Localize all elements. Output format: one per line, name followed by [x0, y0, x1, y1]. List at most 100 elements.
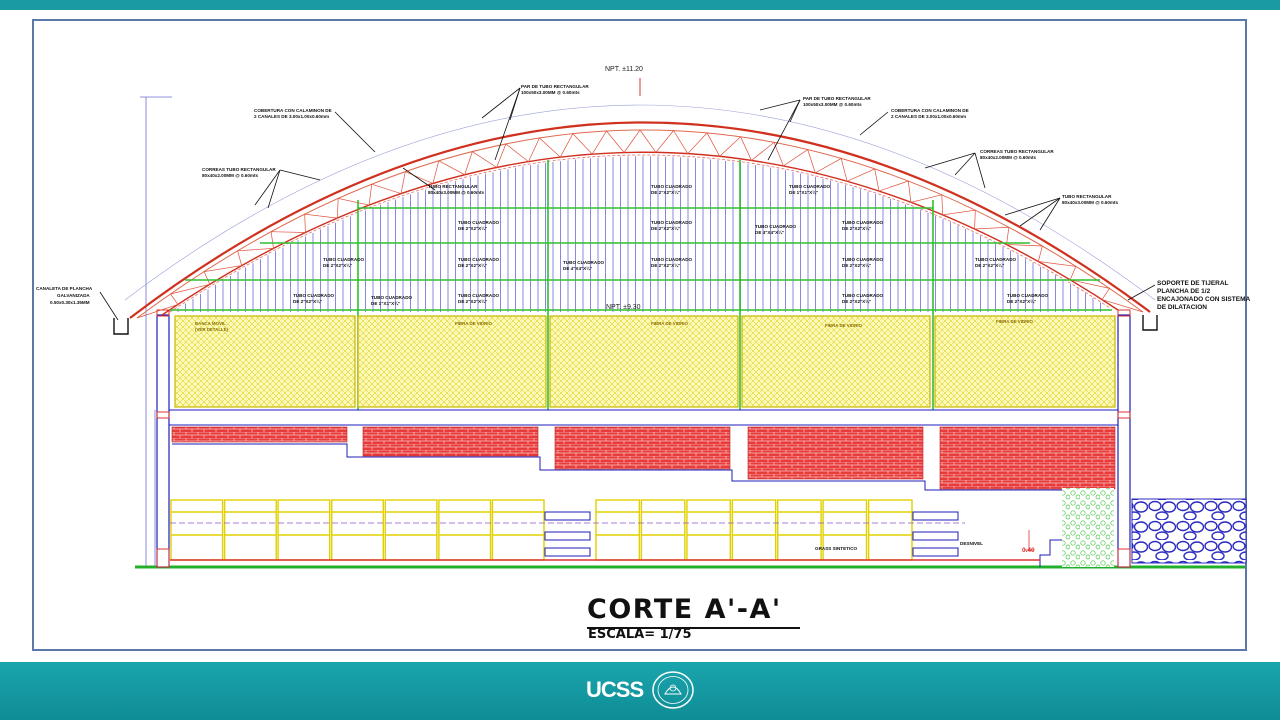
svg-text:ENCAJONADO CON SISTEMA: ENCAJONADO CON SISTEMA: [1157, 296, 1250, 303]
svg-text:DE 2"X2"X¼": DE 2"X2"X¼": [458, 298, 487, 304]
svg-text:TUBO CUADRADO: TUBO CUADRADO: [458, 257, 500, 262]
canaleta-label: CANALETA DE PLANCHA GALVANIZADA 0.50x0.3…: [36, 286, 93, 305]
center-steps: [544, 511, 959, 557]
svg-text:SOPORTE DE TIJERAL: SOPORTE DE TIJERAL: [1157, 280, 1229, 287]
bench-panel: [731, 499, 777, 561]
svg-text:80x40x3.00MM @ 0.60mts: 80x40x3.00MM @ 0.60mts: [1062, 200, 1119, 205]
left-column: [156, 314, 170, 568]
bench-panel: [867, 499, 913, 561]
tubo-rect-right-label: TUBO RECTANGULAR 80x40x3.00MM @ 0.60mts: [1062, 194, 1119, 205]
svg-text:DE 2"X2"X¼": DE 2"X2"X¼": [1007, 298, 1036, 304]
svg-text:TUBO CUADRADO: TUBO CUADRADO: [458, 220, 500, 225]
bench-panel: [822, 499, 868, 561]
npt-top-label: NPT. ±11.20: [605, 66, 643, 73]
svg-text:TUBO CUADRADO: TUBO CUADRADO: [293, 293, 335, 298]
left-gutter: [113, 318, 129, 335]
scale-label: ESCALA= 1/75: [588, 627, 692, 642]
svg-text:BANCA MOVIL: BANCA MOVIL: [195, 321, 226, 326]
correas-right-label: CORREAS TUBO RECTANGULAR 80x40x2.00MM @ …: [980, 149, 1054, 160]
tubo-rect-left-label: TUBO RECTANGULAR 80x40x3.00MM @ 0.60mts: [428, 184, 485, 195]
svg-text:DE 1"X1"X¼": DE 1"X1"X¼": [789, 189, 818, 195]
svg-text:PLANCHA DE 1/2: PLANCHA DE 1/2: [1157, 288, 1211, 295]
section-title: CORTE A'-A': [587, 594, 782, 625]
svg-text:TUBO CUADRADO: TUBO CUADRADO: [651, 220, 693, 225]
svg-text:DE 2"X2"X¼": DE 2"X2"X¼": [975, 262, 1004, 268]
bench-panel: [640, 499, 686, 561]
bench-panel: [331, 499, 385, 561]
svg-text:FIBRA DE VIDRIO: FIBRA DE VIDRIO: [651, 321, 688, 326]
svg-text:COBERTURA CON CALAMINON DE: COBERTURA CON CALAMINON DE: [891, 108, 969, 113]
svg-text:TUBO CUADRADO: TUBO CUADRADO: [651, 184, 693, 189]
svg-text:(VER DETALLE): (VER DETALLE): [195, 327, 229, 332]
svg-text:TUBO CUADRADO: TUBO CUADRADO: [563, 260, 605, 265]
svg-text:TUBO CUADRADO: TUBO CUADRADO: [371, 295, 413, 300]
section-drawing: NPT. ±11.20 NPT. ±9.30 CANALETA DE PLANC…: [36, 66, 1250, 569]
svg-text:DE 2"X2"X¼": DE 2"X2"X¼": [458, 225, 487, 231]
bench-panel: [170, 499, 224, 561]
svg-text:FIBRA DE VIDRIO: FIBRA DE VIDRIO: [996, 319, 1033, 324]
svg-text:DE 2"X2"X¼": DE 2"X2"X¼": [323, 262, 352, 268]
par-left-label: PAR DE TUBO RECTANGULAR 100x50x3.00MM @ …: [521, 84, 589, 95]
bench-panel: [277, 499, 331, 561]
svg-text:DE 2"X2"X¼": DE 2"X2"X¼": [458, 262, 487, 268]
correas-left-label: CORREAS TUBO RECTANGULAR 80x40x2.00MM @ …: [202, 167, 276, 178]
vertical-mullions: [177, 156, 1101, 312]
footer-bar: [0, 662, 1280, 720]
gravel-fill: [1062, 488, 1114, 567]
svg-text:0.50x0.30x1.35MM: 0.50x0.30x1.35MM: [50, 300, 90, 305]
desnivel-label: DESNIVEL: [960, 541, 983, 546]
svg-text:CORREAS TUBO RECTANGULAR: CORREAS TUBO RECTANGULAR: [202, 167, 276, 172]
svg-text:TUBO CUADRADO: TUBO CUADRADO: [842, 257, 884, 262]
svg-text:TUBO RECTANGULAR: TUBO RECTANGULAR: [428, 184, 478, 189]
svg-text:TUBO CUADRADO: TUBO CUADRADO: [842, 293, 884, 298]
banca-label: BANCA MOVIL (VER DETALLE): [195, 321, 229, 332]
right-column: [1117, 314, 1131, 568]
cobertura-right-label: COBERTURA CON CALAMINON DE 2 CANALES DE …: [891, 108, 969, 119]
svg-text:DE 1"X1"X¼": DE 1"X1"X¼": [371, 300, 400, 306]
cobertura-left-label: COBERTURA CON CALAMINON DE 2 CANALES DE …: [254, 108, 332, 119]
fibre-panels: [174, 315, 1116, 408]
svg-text:DE 2"X2"X¼": DE 2"X2"X¼": [651, 189, 680, 195]
svg-text:DE 2"X2"X¼": DE 2"X2"X¼": [651, 225, 680, 231]
svg-text:100x50x3.00MM @ 0.60mts: 100x50x3.00MM @ 0.60mts: [803, 102, 862, 107]
right-gutter: [1142, 315, 1158, 331]
svg-text:TUBO CUADRADO: TUBO CUADRADO: [975, 257, 1017, 262]
svg-text:PAR DE TUBO RECTANGULAR: PAR DE TUBO RECTANGULAR: [803, 96, 871, 101]
svg-text:TUBO CUADRADO: TUBO CUADRADO: [323, 257, 365, 262]
leader-lines: [99, 87, 1156, 321]
truss-zigzag: [136, 129, 1144, 319]
svg-text:DE 2"X2"X¼": DE 2"X2"X¼": [842, 262, 871, 268]
bench-panel: [491, 499, 545, 561]
svg-text:FIBRA DE VIDRIO: FIBRA DE VIDRIO: [825, 323, 862, 328]
bench-panel: [384, 499, 438, 561]
arch-dim-arc: [124, 104, 1156, 301]
par-right-label: PAR DE TUBO RECTANGULAR 100x50x3.00MM @ …: [803, 96, 871, 107]
bench-panel: [223, 499, 277, 561]
title-underline: [587, 627, 800, 629]
stone-wall: [1131, 498, 1247, 564]
svg-text:TUBO CUADRADO: TUBO CUADRADO: [789, 184, 831, 189]
svg-text:DE 2"X2"X¼": DE 2"X2"X¼": [842, 298, 871, 304]
dimension-label: 0.40: [1022, 547, 1035, 554]
svg-text:CANALETA DE PLANCHA: CANALETA DE PLANCHA: [36, 286, 93, 291]
brand-logo: UCSS: [586, 677, 644, 702]
svg-text:TUBO CUADRADO: TUBO CUADRADO: [1007, 293, 1049, 298]
top-accent-bar: [0, 0, 1280, 10]
svg-text:TUBO CUADRADO: TUBO CUADRADO: [842, 220, 884, 225]
university-seal-icon: [652, 671, 694, 709]
svg-text:80x40x2.00MM @ 0.60mts: 80x40x2.00MM @ 0.60mts: [980, 155, 1037, 160]
npt-mid-label: NPT. ±9.30: [606, 304, 641, 311]
svg-text:80x40x2.00MM @ 0.60mts: 80x40x2.00MM @ 0.60mts: [202, 173, 259, 178]
svg-text:TUBO CUADRADO: TUBO CUADRADO: [458, 293, 500, 298]
bench-panel: [438, 499, 492, 561]
bench-frames: [170, 499, 913, 561]
bench-panel: [686, 499, 732, 561]
svg-text:PAR DE TUBO RECTANGULAR: PAR DE TUBO RECTANGULAR: [521, 84, 589, 89]
svg-text:2 CANALES DE 3.00x1.00x0.60mm: 2 CANALES DE 3.00x1.00x0.60mm: [254, 114, 329, 119]
svg-text:CORREAS TUBO RECTANGULAR: CORREAS TUBO RECTANGULAR: [980, 149, 1054, 154]
fibra-labels: FIBRA DE VIDRIO FIBRA DE VIDRIO FIBRA DE…: [455, 319, 1033, 328]
svg-text:TUBO RECTANGULAR: TUBO RECTANGULAR: [1062, 194, 1112, 199]
svg-text:GALVANIZADA: GALVANIZADA: [57, 293, 90, 298]
bench-panel: [595, 499, 641, 561]
svg-text:DE 4"X4"X¼": DE 4"X4"X¼": [755, 229, 784, 235]
